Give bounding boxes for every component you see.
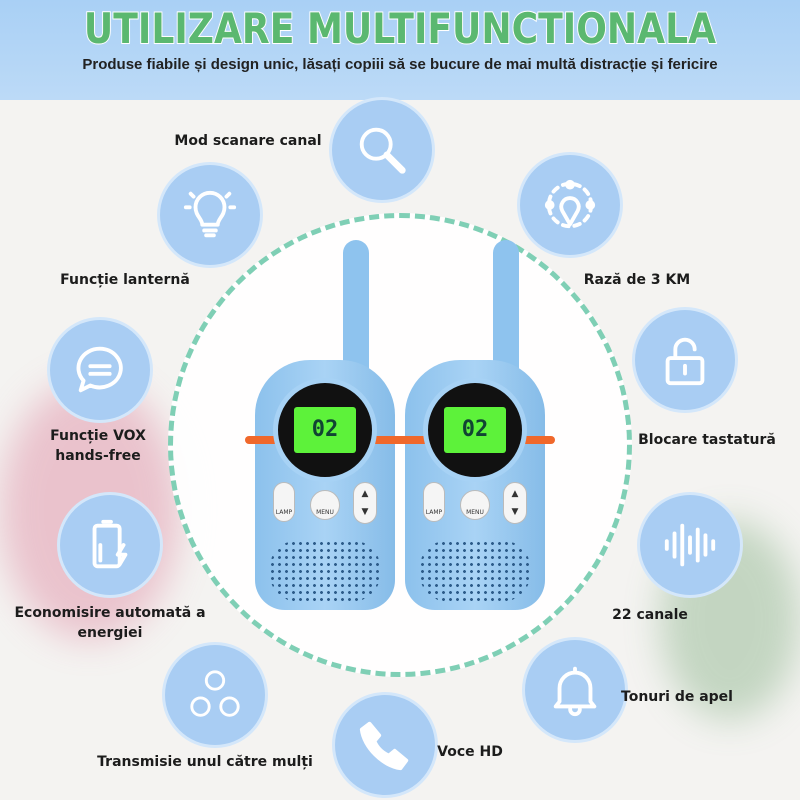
battery-charging-icon bbox=[60, 495, 160, 595]
page-title-wrap: UTILIZARE MULTIFUNCTIONALA bbox=[56, 3, 744, 54]
screen-bezel: 02 bbox=[423, 378, 527, 482]
range-location-icon bbox=[520, 155, 620, 255]
device-body: 02 LAMP MENU ▲▼ bbox=[395, 360, 555, 610]
feature-label: Transmisie unul către mulți bbox=[97, 754, 313, 770]
feature-label: Funcție VOX hands-free bbox=[50, 428, 146, 464]
phone-icon bbox=[335, 695, 435, 795]
feature-label: Rază de 3 KM bbox=[583, 272, 691, 288]
page-title: UTILIZARE MULTIFUNCTIONALA bbox=[83, 3, 717, 54]
speaker-grille bbox=[419, 540, 531, 602]
chat-bubble-icon bbox=[50, 320, 150, 420]
up-down-button: ▲▼ bbox=[353, 482, 377, 524]
antenna bbox=[343, 240, 369, 380]
header-banner: UTILIZARE MULTIFUNCTIONALA Produse fiabi… bbox=[0, 0, 800, 100]
feature-label: 22 canale bbox=[612, 607, 688, 623]
lamp-button: LAMP bbox=[423, 482, 445, 522]
sound-wave-icon bbox=[640, 495, 740, 595]
page-subtitle: Produse fiabile și design unic, lăsați c… bbox=[82, 56, 718, 73]
feature-label: Tonuri de apel bbox=[621, 689, 733, 705]
device-body: 02 LAMP MENU ▲▼ bbox=[245, 360, 405, 610]
menu-button: MENU bbox=[310, 490, 340, 520]
antenna bbox=[493, 240, 519, 380]
lightbulb-icon bbox=[160, 165, 260, 265]
up-down-button: ▲▼ bbox=[503, 482, 527, 524]
feature-label: Mod scanare canal bbox=[174, 133, 322, 149]
group-faces-icon bbox=[165, 645, 265, 745]
lamp-button: LAMP bbox=[273, 482, 295, 522]
bell-icon bbox=[525, 640, 625, 740]
menu-button: MENU bbox=[460, 490, 490, 520]
unlock-icon bbox=[635, 310, 735, 410]
screen-bezel: 02 bbox=[273, 378, 377, 482]
lcd-screen: 02 bbox=[444, 407, 506, 453]
feature-label: Voce HD bbox=[437, 744, 503, 760]
search-icon bbox=[332, 100, 432, 200]
speaker-grille bbox=[269, 540, 381, 602]
feature-label: Economisire automată a energiei bbox=[14, 605, 206, 641]
product-ring bbox=[168, 213, 632, 677]
lcd-screen: 02 bbox=[294, 407, 356, 453]
feature-label: Blocare tastatură bbox=[638, 432, 776, 448]
feature-label: Funcție lanternă bbox=[60, 272, 190, 288]
